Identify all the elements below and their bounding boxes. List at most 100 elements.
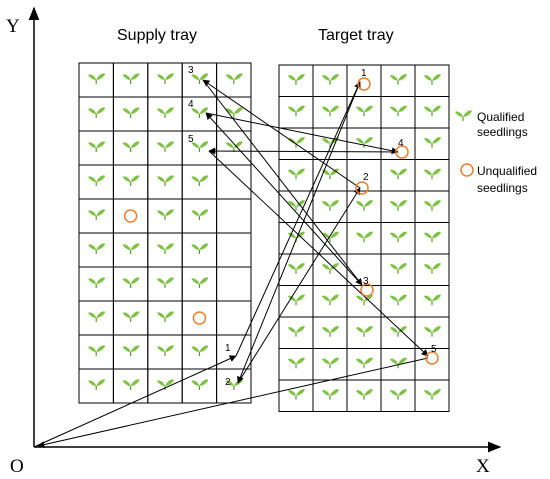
- target-circle-1: [357, 77, 371, 91]
- target-number-3: 3: [363, 276, 369, 287]
- supply-tray: [78, 62, 252, 404]
- qualified-seedling-icon: [423, 294, 442, 306]
- arrow-supply-3-to-target-3: [202, 79, 363, 286]
- supply-tray-cell: [181, 300, 218, 336]
- supply-number-4: 4: [188, 99, 194, 110]
- qualified-seedling-icon: [321, 325, 340, 338]
- qualified-seedling-icon: [122, 276, 141, 289]
- qualified-seedling-icon: [87, 378, 106, 391]
- target-number-2: 2: [363, 172, 369, 183]
- qualified-seedling-icon: [190, 276, 209, 289]
- qualified-seedling-icon: [389, 168, 408, 180]
- qualified-seedling-icon: [87, 174, 106, 187]
- legend-unqualified-circle-icon: [460, 163, 474, 177]
- qualified-seedling-icon: [321, 199, 340, 212]
- axes: Y X O: [6, 6, 502, 477]
- legend-qualified-line1: Qualified: [477, 110, 524, 124]
- qualified-seedling-icon: [156, 208, 175, 221]
- qualified-seedling-icon: [355, 105, 374, 117]
- supply-tray-cell: [216, 198, 252, 234]
- qualified-seedling-icon: [321, 73, 340, 86]
- arrow-target-4-to-supply-5: [208, 147, 399, 155]
- supply-tray-title: Supply tray: [117, 27, 197, 44]
- qualified-seedling-icon: [389, 73, 408, 86]
- qualified-seedling-icon: [287, 136, 306, 149]
- target-tray-cell: [414, 379, 450, 412]
- qualified-seedling-icon: [87, 106, 106, 119]
- qualified-seedling-icon: [87, 208, 106, 221]
- qualified-seedling-icon: [423, 168, 442, 180]
- supply-tray-cell: [216, 232, 252, 268]
- supply-tray-cell: [216, 164, 252, 200]
- target-circle-5: [425, 351, 439, 365]
- arrow-origin-to-supply-1: [33, 355, 237, 448]
- qualified-seedling-icon: [389, 294, 408, 306]
- qualified-seedling-icon: [355, 388, 374, 401]
- qualified-seedling-icon: [287, 325, 306, 338]
- qualified-seedling-icon: [287, 105, 306, 117]
- unqualified-seedling-circle: [123, 209, 138, 223]
- qualified-seedling-icon: [190, 378, 209, 391]
- qualified-seedling-icon: [156, 140, 175, 153]
- qualified-seedling-icon: [122, 140, 141, 153]
- qualified-seedling-icon: [87, 310, 106, 323]
- supply-number-3: 3: [188, 65, 194, 76]
- qualified-seedling-icon: [287, 357, 306, 369]
- supply-tray-cell: [216, 300, 252, 336]
- supply-tray-cell: [216, 368, 252, 404]
- qualified-seedling-icon: [87, 72, 106, 85]
- supply-number-2: 2: [225, 377, 231, 388]
- legend-unqualified-line2: seedlings: [477, 181, 528, 195]
- qualified-seedling-icon: [287, 73, 306, 86]
- qualified-seedling-icon: [190, 208, 209, 221]
- transfer-arrows: [33, 79, 429, 449]
- qualified-seedling-icon: [389, 262, 408, 275]
- arrow-target-1-to-supply-2: [237, 81, 361, 384]
- qualified-seedling-icon: [190, 140, 209, 153]
- target-tray-title: Target tray: [318, 27, 394, 44]
- legend-unqualified-line1: Unqualified: [477, 164, 537, 178]
- qualified-seedling-icon: [156, 242, 175, 255]
- target-circle-4: [395, 145, 409, 159]
- qualified-seedling-icon: [122, 72, 141, 85]
- target-circle-3: [360, 283, 374, 297]
- qualified-seedling-icon: [156, 106, 175, 119]
- qualified-seedling-icon: [87, 344, 106, 357]
- arrow-supply-4-to-target-4: [205, 112, 399, 155]
- qualified-seedling-icon: [190, 242, 209, 255]
- qualified-seedling-icon: [287, 262, 306, 275]
- qualified-seedling-icon: [225, 72, 244, 85]
- qualified-seedling-icon: [423, 388, 442, 401]
- x-axis-label: X: [476, 456, 490, 477]
- qualified-seedling-icon: [122, 242, 141, 255]
- origin-label: O: [10, 456, 24, 477]
- qualified-seedling-icon: [355, 231, 374, 243]
- supply-number-1: 1: [225, 343, 231, 354]
- qualified-seedling-icon: [355, 325, 374, 338]
- arrow-supply-2-to-target-2: [237, 187, 361, 384]
- qualified-seedling-icon: [87, 140, 106, 153]
- qualified-seedling-icon: [122, 378, 141, 391]
- arrow-target-3-to-supply-4: [205, 112, 363, 286]
- qualified-seedling-icon: [423, 325, 442, 338]
- target-tray: [278, 64, 450, 412]
- qualified-seedling-icon: [389, 105, 408, 117]
- qualified-seedling-icon: [389, 231, 408, 243]
- qualified-seedling-icon: [190, 174, 209, 187]
- supply-position-numbers: 3 4 5 1 2: [188, 65, 231, 388]
- target-number-1: 1: [361, 68, 367, 79]
- qualified-seedling-icon: [122, 106, 141, 119]
- target-numbered-circles: 1 2 3 4 5: [355, 68, 439, 365]
- supply-number-5: 5: [188, 134, 194, 145]
- supply-tray-cell: [112, 198, 149, 234]
- qualified-seedling-icon: [321, 357, 340, 369]
- qualified-seedling-icon: [321, 388, 340, 401]
- qualified-seedling-icon: [423, 105, 442, 117]
- qualified-seedling-icon: [423, 73, 442, 86]
- arrow-target-2-to-supply-3: [202, 79, 361, 189]
- qualified-seedling-icon: [321, 105, 340, 117]
- arrow-supply-1-to-target-1: [235, 81, 361, 357]
- qualified-seedling-icon: [423, 136, 442, 149]
- arrow-supply-5-to-target-5: [208, 150, 429, 357]
